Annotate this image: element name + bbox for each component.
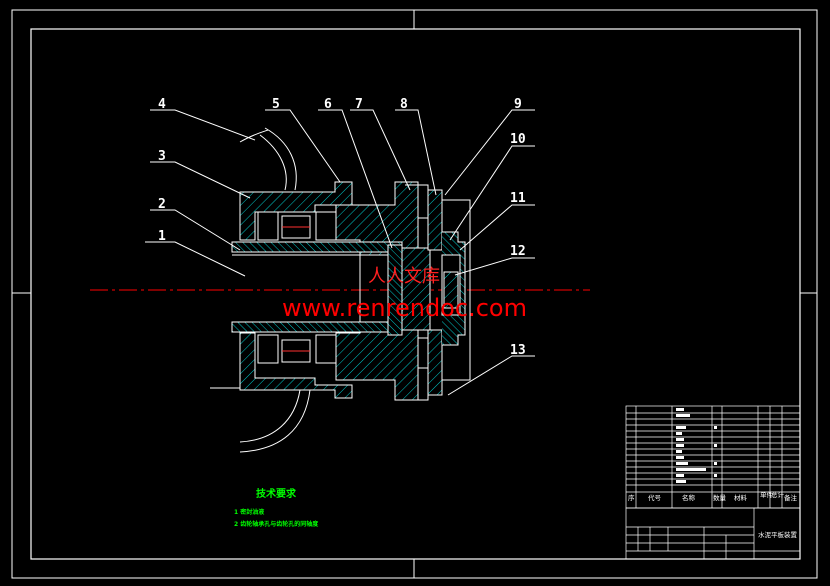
part-label-1: 1 [158, 229, 166, 244]
part-label-8: 8 [400, 97, 408, 112]
watermark-url: www.renrendoc.com [282, 294, 527, 322]
part-label-13: 13 [510, 343, 526, 358]
drawing-title: 水泥平板装置 [758, 530, 798, 539]
part-label-11: 11 [510, 191, 526, 206]
header-remark: 备注 [784, 493, 798, 502]
part-label-9: 9 [514, 97, 522, 112]
header-code: 代号 [648, 493, 662, 502]
header-total: 总计 [771, 490, 785, 499]
tech-requirement-2: 2 齿轮轴承孔与齿轮孔的同轴度 [234, 520, 319, 528]
part-label-3: 3 [158, 149, 166, 164]
header-qty: 数量 [713, 493, 727, 502]
part-label-12: 12 [510, 244, 526, 259]
part-label-2: 2 [158, 197, 166, 212]
watermark-cn: 人人文库 [368, 266, 440, 287]
tech-requirement-1: 1 密封油液 [234, 508, 265, 516]
parts-list-rows [676, 408, 717, 483]
assembly-section-view [210, 127, 471, 453]
header-material: 材料 [734, 493, 748, 502]
tech-requirements-title: 技术要求 [256, 487, 297, 500]
header-unit: 单件 [760, 490, 774, 499]
part-label-4: 4 [158, 97, 166, 112]
part-label-6: 6 [324, 97, 332, 112]
header-seq: 序 [628, 493, 635, 502]
leader-lines [145, 109, 535, 396]
parts-list-table [625, 405, 801, 560]
part-label-10: 10 [510, 132, 526, 147]
part-label-5: 5 [272, 97, 280, 112]
part-label-7: 7 [355, 97, 363, 112]
inner-border [30, 28, 801, 560]
header-name: 名称 [682, 493, 696, 502]
